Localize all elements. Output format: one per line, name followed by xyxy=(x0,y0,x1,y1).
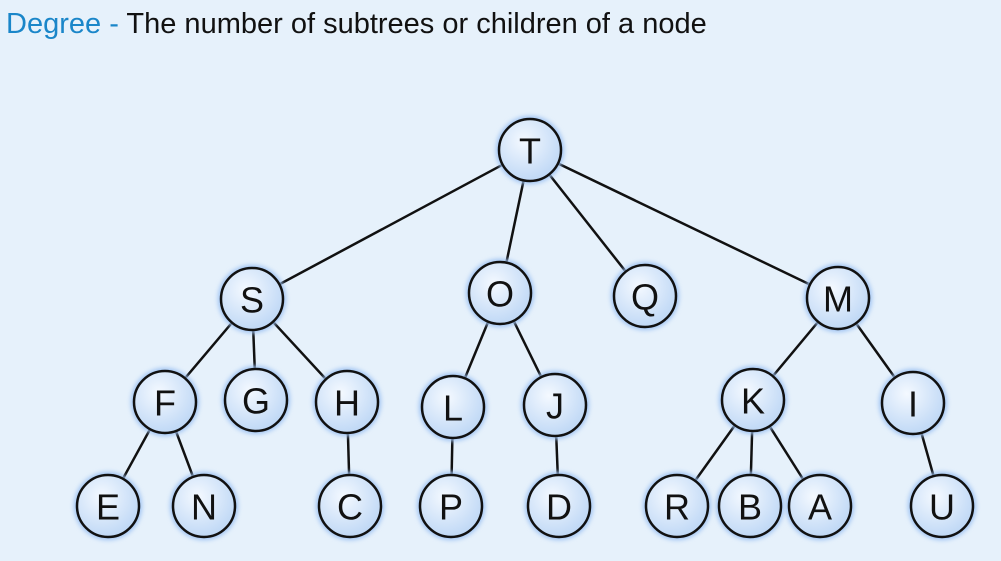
node-circle xyxy=(880,370,946,436)
node-circle xyxy=(418,473,484,539)
node-f: F xyxy=(131,368,199,436)
node-circle xyxy=(219,266,285,332)
node-p: P xyxy=(417,472,485,540)
node-circle xyxy=(526,473,592,539)
node-label: D xyxy=(546,487,572,528)
node-s: S xyxy=(218,265,286,333)
node-label: J xyxy=(546,386,564,427)
node-label: L xyxy=(443,388,463,429)
node-m: M xyxy=(804,264,872,332)
node-label: H xyxy=(334,383,360,424)
edge-t-m xyxy=(529,148,839,300)
node-circle xyxy=(317,473,383,539)
node-u: U xyxy=(908,472,976,540)
node-t: T xyxy=(496,116,564,184)
node-circle xyxy=(75,473,141,539)
node-label: G xyxy=(242,381,270,422)
edges-layer xyxy=(106,148,944,507)
node-label: C xyxy=(337,487,363,528)
node-label: I xyxy=(908,384,918,425)
node-label: F xyxy=(154,383,176,424)
nodes-layer: T S O Q M F G H L J K I E N C P D R B A U xyxy=(74,116,976,540)
node-label: Q xyxy=(631,277,659,318)
title-term: Degree xyxy=(6,8,102,40)
node-label: O xyxy=(486,274,514,315)
node-circle xyxy=(612,263,678,329)
node-circle xyxy=(717,473,783,539)
node-circle xyxy=(420,374,486,440)
node-label: T xyxy=(519,131,541,172)
node-a: A xyxy=(786,472,854,540)
node-circle xyxy=(787,473,853,539)
node-b: B xyxy=(716,472,784,540)
node-circle xyxy=(467,260,533,326)
node-label: B xyxy=(738,487,762,528)
node-label: E xyxy=(96,487,120,528)
node-label: S xyxy=(240,280,264,321)
node-label: A xyxy=(808,487,832,528)
node-circle xyxy=(171,473,237,539)
node-label: N xyxy=(191,487,217,528)
node-e: E xyxy=(74,472,142,540)
node-k: K xyxy=(719,366,787,434)
node-i: I xyxy=(879,369,947,437)
node-label: K xyxy=(741,381,765,422)
node-circle xyxy=(497,117,563,183)
node-circle xyxy=(522,372,588,438)
node-c: C xyxy=(316,472,384,540)
node-label: R xyxy=(664,487,690,528)
slide-title: Degree - The number of subtrees or child… xyxy=(6,6,707,42)
edge-t-s xyxy=(251,148,531,301)
node-d: D xyxy=(525,472,593,540)
node-label: P xyxy=(439,487,463,528)
node-circle xyxy=(644,473,710,539)
node-h: H xyxy=(313,368,381,436)
node-label: U xyxy=(929,487,955,528)
node-circle xyxy=(720,367,786,433)
node-n: N xyxy=(170,472,238,540)
node-l: L xyxy=(419,373,487,441)
node-circle xyxy=(314,369,380,435)
node-circle xyxy=(909,473,975,539)
node-j: J xyxy=(521,371,589,439)
node-circle xyxy=(805,265,871,331)
node-q: Q xyxy=(611,262,679,330)
node-circle xyxy=(223,367,289,433)
node-circle xyxy=(132,369,198,435)
title-description: The number of subtrees or children of a … xyxy=(126,8,707,40)
node-label: M xyxy=(823,279,853,320)
node-r: R xyxy=(643,472,711,540)
node-o: O xyxy=(466,259,534,327)
title-separator: - xyxy=(109,8,119,40)
node-g: G xyxy=(222,366,290,434)
